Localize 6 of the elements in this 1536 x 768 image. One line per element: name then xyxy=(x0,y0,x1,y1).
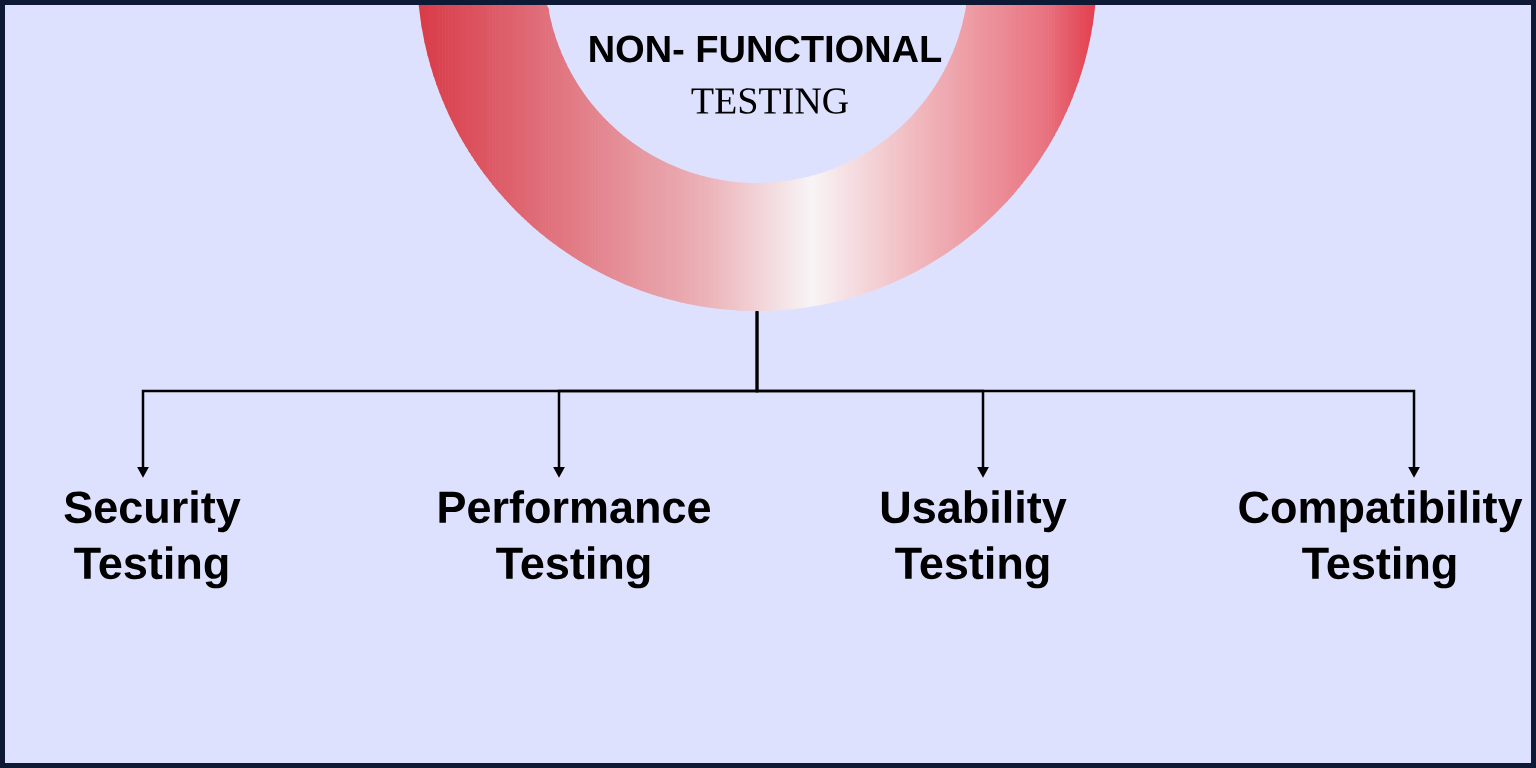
category-label: Performance Testing xyxy=(439,490,710,589)
subheading: TESTING xyxy=(691,88,848,114)
category-label: Usability Testing xyxy=(881,490,1067,589)
category-label: Compatibility Testing xyxy=(1239,490,1523,589)
category-label: Security Testing xyxy=(64,490,241,589)
heading: NON- FUNCTIONAL xyxy=(590,35,942,63)
